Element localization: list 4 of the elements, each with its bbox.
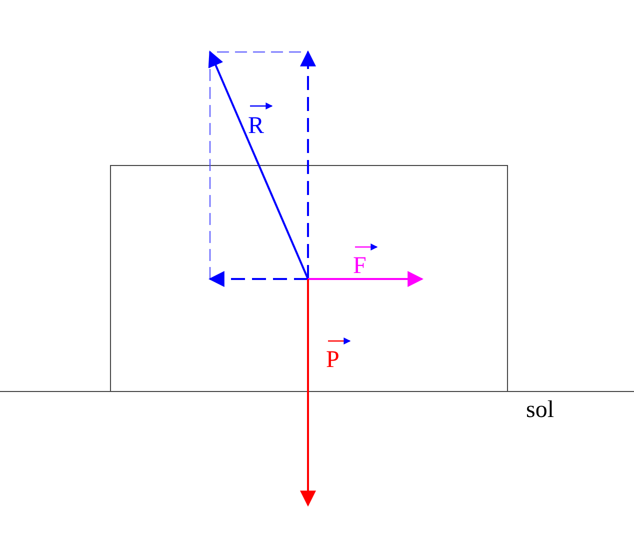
force-label: P	[326, 348, 340, 372]
force-label: R	[248, 114, 264, 138]
force-label: F	[353, 254, 366, 278]
ground-label: sol	[526, 398, 554, 422]
